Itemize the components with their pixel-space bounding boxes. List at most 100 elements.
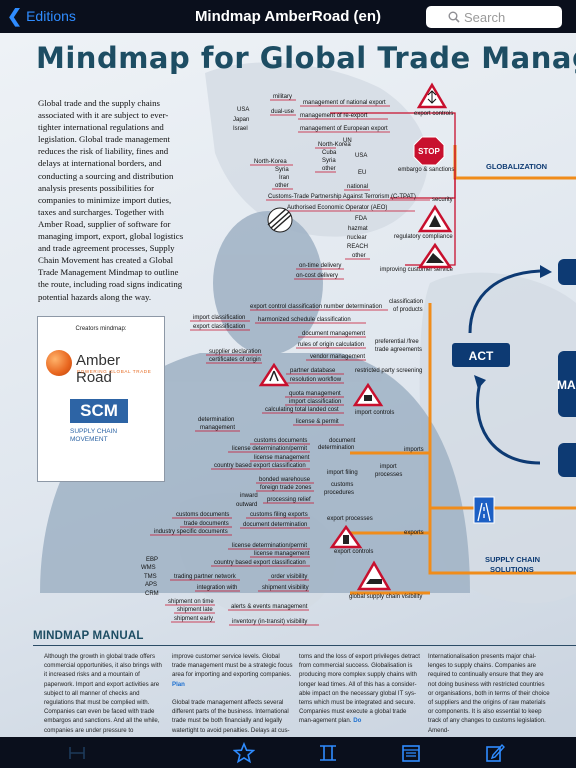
vis-shipment: shipment visibility (262, 585, 309, 591)
manual-column-2: improve customer service levels. Global … (172, 652, 294, 735)
cls-export: export classification (193, 324, 245, 330)
fta-label-2: trade agreements (375, 347, 422, 353)
embargo-country-syria: Syria (322, 158, 336, 164)
imp-procedures-2: procedures (324, 490, 354, 496)
vis-partner: trading partner network (174, 574, 237, 580)
imp-customs-docs: customs documents (254, 438, 307, 444)
exp-trade-docs: trade documents (184, 521, 229, 527)
country-japan: Japan (233, 117, 249, 123)
warning-sign-service-icon (417, 242, 453, 269)
reg-hazmat: hazmat (348, 226, 368, 232)
star-icon[interactable] (233, 742, 255, 764)
amber-road-emblem-icon (46, 350, 72, 376)
service-on-time: on-time delivery (299, 263, 341, 269)
imp-license-det: license determination/permit (232, 446, 307, 452)
embargo-sign-label: embargo & sanctions (398, 167, 454, 173)
imp-license-mgmt: license management (254, 455, 310, 461)
screening-partner-db: partner database (290, 368, 336, 374)
imp-country-cls: country based export classification (214, 463, 306, 469)
amber-road-logo: Amber Road POWERING GLOBAL TRADE (46, 350, 158, 386)
manual-col3-text: toms and the loss of export privileges d… (299, 653, 420, 725)
screening-label: restricted party screening (355, 368, 422, 374)
reg-other: other (352, 253, 366, 259)
vis-inventory: inventory (in-transit) visibility (232, 619, 307, 625)
manual-column-3: toms and the loss of export privileges d… (299, 652, 421, 726)
imp-relief: processing relief (267, 497, 311, 503)
ic-import-cls: import classification (289, 399, 341, 405)
sys-wms: WMS (141, 565, 156, 571)
manual-divider (33, 645, 576, 646)
search-icon (448, 11, 460, 23)
manual-col4-text: Internationalisation presents major chal… (428, 653, 550, 734)
exports-processes: export processes (327, 516, 373, 522)
do-link[interactable]: Do (353, 717, 362, 725)
warning-sign-export-controls-lower-icon (329, 524, 363, 549)
reg-fda: FDA (355, 216, 367, 222)
exp-industry-docs: industry specific documents (154, 529, 228, 535)
security-aeo: Authorised Economic Operator (AEO) (287, 205, 387, 211)
regulatory-sign-label: regulatory compliance (394, 234, 453, 240)
ic-quota: quota management (289, 391, 341, 397)
embargo-country-north-korea: North-Korea (318, 142, 351, 148)
exp-license-det: license determination/permit (232, 543, 307, 549)
imp-outward: outward (236, 502, 257, 508)
intro-text: Global trade and the supply chains assoc… (38, 98, 184, 302)
warning-sign-regulatory-icon (417, 204, 453, 233)
imp-procedures-1: customs (331, 482, 353, 488)
embargo-country-other: other (322, 166, 336, 172)
fta-label-1: preferential /free (375, 339, 419, 345)
exp-doc-det: document determination (243, 522, 307, 528)
nav-bar: ❮ Editions Mindmap AmberRoad (en) Search (0, 0, 576, 33)
exports-label: exports (404, 530, 424, 536)
page-title: Mindmap for Global Trade Management (36, 41, 576, 75)
ic-landed-cost: calculating total landed cost (265, 407, 339, 413)
imports-determination: determination (198, 417, 234, 423)
scm-abbrev: SCM (70, 399, 128, 423)
supply-chain-label-2: SOLUTIONS (490, 565, 534, 574)
supply-chain-label-1: SUPPLY CHAIN (485, 555, 540, 564)
sys-tms: TMS (144, 574, 157, 580)
fta-doc-mgmt: document management (302, 331, 365, 337)
body-usa: USA (355, 153, 367, 159)
magazine-page[interactable]: Mindmap for Global Trade Management Glob… (0, 33, 576, 737)
vis-ship-early: shipment early (174, 616, 213, 622)
sys-ebp: EBP (146, 557, 158, 563)
globalization-label: GLOBALIZATION (486, 162, 547, 171)
vis-ship-late: shipment late (177, 607, 213, 613)
amber-road-name: Amber Road (76, 352, 121, 386)
bottom-toolbar (0, 737, 576, 768)
back-button[interactable]: ❮ Editions (7, 7, 76, 25)
item-dual-use: dual-use (271, 109, 295, 115)
search-field[interactable]: Search (426, 6, 562, 28)
no-entry-sign-icon (267, 207, 293, 233)
cls-eccn: export control classification number det… (250, 304, 382, 310)
exp-country-cls: country based export classification (214, 560, 306, 566)
exp-customs-docs: customs documents (176, 512, 229, 518)
columns-icon[interactable] (317, 742, 339, 764)
imp-processes-2: processes (375, 472, 402, 478)
body-un: UN (343, 138, 352, 144)
fta-vendor: vendor management (310, 354, 365, 360)
calendar-icon[interactable] (400, 742, 422, 764)
mindmap: USA Japan Israel military dual-use manag… (141, 82, 576, 626)
sys-crm: CRM (145, 591, 159, 597)
exp-filing: customs filing exports (250, 512, 308, 518)
item-european-export: management of European export (300, 126, 388, 132)
national-country-north-korea: North-Korea (254, 159, 287, 165)
imp-inward: inward (240, 493, 258, 499)
text-size-icon[interactable] (66, 742, 88, 764)
edit-icon[interactable] (484, 742, 506, 764)
plan-link[interactable]: Plan (172, 680, 185, 688)
vis-ship-ontime: shipment on time (168, 599, 214, 605)
search-placeholder: Search (464, 9, 506, 25)
national-country-other: other (275, 183, 289, 189)
national-country-iran: Iran (279, 175, 289, 181)
item-military: military (273, 94, 292, 100)
warning-sign-import-controls-icon (352, 382, 384, 407)
manual-col2-text: improve customer service levels. Global … (172, 653, 293, 679)
creators-label: Creators mindmap: (75, 326, 127, 332)
stop-sign-icon: STOP (413, 136, 445, 166)
exp-license-mgmt: license management (254, 551, 310, 557)
exp-controls-label: export controls (334, 549, 373, 555)
security-label: security (432, 197, 453, 203)
